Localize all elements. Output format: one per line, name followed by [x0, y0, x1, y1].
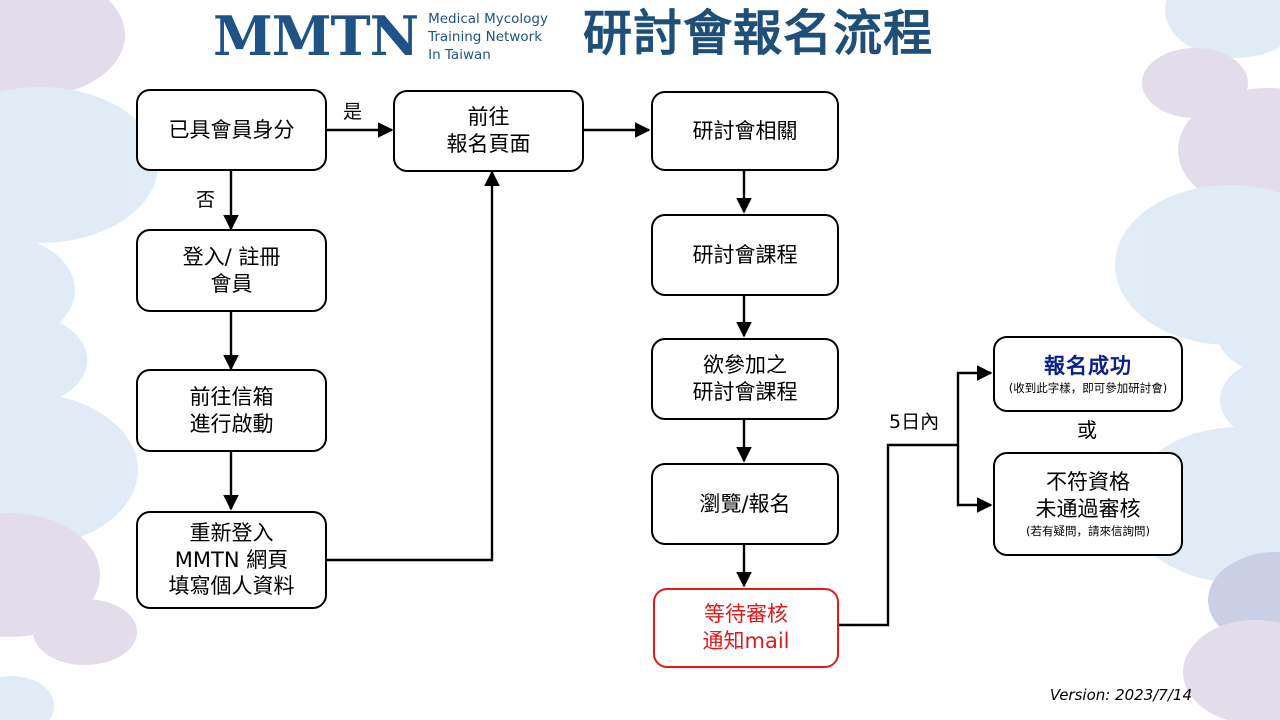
node-activate-mail-line1: 前往信箱 [189, 384, 274, 409]
node-desired-course[interactable]: 欲參加之 研討會課程 [651, 338, 839, 420]
node-activate-mail[interactable]: 前往信箱 進行啟動 [136, 369, 327, 452]
logo-tagline-line3: In Taiwan [428, 46, 491, 63]
node-member-check-line1: 已具會員身分 [168, 117, 295, 142]
node-relogin-line1: 重新登入 [189, 520, 274, 545]
edge-await-to-rejected [956, 445, 993, 513]
logo-tagline-line2: Training Network [428, 28, 543, 45]
node-login-register-line1: 登入/ 註冊 [182, 244, 281, 269]
node-success[interactable]: 報名成功 (收到此字樣，即可參加研討會) [993, 336, 1183, 412]
node-go-signup-page[interactable]: 前往 報名頁面 [393, 90, 584, 172]
node-seminar-related[interactable]: 研討會相關 [651, 91, 839, 171]
edge-relogin-to-signup [327, 170, 500, 562]
node-member-check[interactable]: 已具會員身分 [136, 89, 327, 171]
edge-await-to-success [839, 365, 993, 627]
node-seminar-course[interactable]: 研討會課程 [651, 214, 839, 296]
node-await-review[interactable]: 等待審核 通知mail [653, 588, 839, 668]
edge-label-or: 或 [1077, 418, 1097, 442]
node-go-signup-page-line2: 報名頁面 [446, 132, 531, 156]
node-seminar-related-line1: 研討會相關 [692, 118, 798, 143]
node-desired-course-line1: 欲參加之 [703, 353, 787, 378]
node-go-signup-page-line1: 前往 [467, 105, 510, 130]
logo-wordmark: MMTN [213, 4, 419, 69]
node-activate-mail-line2: 進行啟動 [189, 411, 274, 436]
node-desired-course-line2: 研討會課程 [692, 380, 798, 404]
node-rejected-line2: 未通過審核 [1035, 497, 1141, 522]
node-relogin-line2: MMTN 網頁 [174, 547, 289, 572]
node-seminar-course-line1: 研討會課程 [692, 242, 798, 267]
page-title: 研討會報名流程 [583, 5, 934, 62]
node-relogin-line3: 填寫個人資料 [168, 574, 295, 599]
node-relogin[interactable]: 重新登入 MMTN 網頁 填寫個人資料 [136, 511, 327, 609]
node-browse-signup-line1: 瀏覽/報名 [699, 491, 791, 516]
edge-label-yes: 是 [343, 101, 363, 123]
node-login-register[interactable]: 登入/ 註冊 會員 [136, 229, 327, 312]
node-rejected[interactable]: 不符資格 未通過審核 (若有疑問，請來信詢問) [993, 452, 1183, 556]
edge-label-within-five-days: 5日內 [889, 411, 940, 433]
version-stamp: Version: 2023/7/14 [1049, 686, 1192, 704]
node-login-register-line2: 會員 [210, 271, 253, 296]
node-success-note: (收到此字樣，即可參加研討會) [1008, 380, 1168, 395]
node-await-review-line1: 等待審核 [704, 602, 788, 627]
mmtn-logo: MMTN Medical Mycology Training Network I… [213, 8, 548, 64]
node-await-review-line2: 通知mail [702, 629, 790, 653]
edge-label-no: 否 [196, 189, 216, 211]
logo-tagline: Medical Mycology Training Network In Tai… [428, 8, 548, 64]
node-success-title: 報名成功 [1044, 353, 1132, 378]
node-rejected-line1: 不符資格 [1046, 470, 1130, 495]
node-browse-signup[interactable]: 瀏覽/報名 [651, 463, 839, 545]
logo-tagline-line1: Medical Mycology [428, 11, 548, 27]
node-rejected-note: (若有疑問，請來信詢問) [1026, 524, 1150, 539]
